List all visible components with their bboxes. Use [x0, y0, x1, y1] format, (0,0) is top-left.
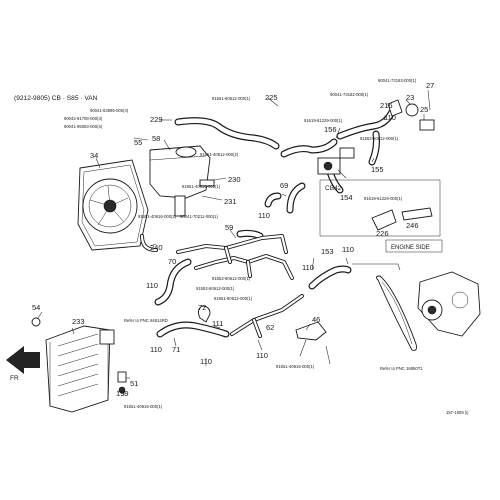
model-header: (9212-9805) CB · S85 · VAN	[14, 95, 98, 102]
part-110-mid: 110	[302, 263, 314, 272]
part-155: 155	[371, 165, 384, 174]
part-233: 233	[72, 317, 85, 326]
part-231: 231	[224, 197, 237, 206]
part-156: 156	[324, 125, 337, 134]
ref-a: Refer to PNC 84614RD	[124, 318, 168, 323]
part-225: 225	[265, 93, 278, 102]
gasket-25	[419, 119, 435, 131]
pn-tank-2: 91651-40612-000(2)	[200, 152, 239, 157]
part-240: 240	[150, 243, 163, 252]
pn-bot-1: 91651-40616-000(1)	[276, 364, 315, 369]
part-154: 154	[340, 193, 353, 202]
cb42-inset	[319, 179, 441, 237]
part-58: 58	[152, 134, 160, 143]
engine-side-label: ENGINE SIDE	[391, 245, 430, 251]
pn-tank-4: 90041-70211-000(1)	[180, 214, 218, 219]
reservoir-tank	[149, 145, 215, 217]
part-111: 111	[212, 319, 223, 328]
part-69: 69	[280, 181, 288, 190]
water-pump	[417, 271, 481, 337]
cap-23	[405, 103, 419, 117]
pn-fan-3: 90041-95063-000(4)	[64, 124, 103, 129]
gasket-199	[118, 386, 126, 394]
clamp-216	[387, 99, 403, 117]
leader-lines	[37, 89, 431, 396]
pn-top-3: 91619-61229-000(1)	[304, 118, 343, 123]
clamp-226	[371, 209, 397, 231]
cb42-label: CB42	[325, 185, 342, 192]
radiator	[45, 325, 115, 413]
part-46: 46	[312, 315, 320, 324]
part-229: 229	[150, 115, 163, 124]
pn-fan-1: 90041-63895-000(4)	[90, 108, 129, 113]
pn-fan-4: 91651-40616-000(2)	[138, 214, 177, 219]
bracket-46	[295, 321, 327, 341]
drain-plug-51	[117, 371, 127, 383]
cap-54	[31, 317, 41, 327]
part-71: 71	[172, 345, 180, 354]
part-230: 230	[228, 175, 241, 184]
pn-mid-1: 91652-80612-000(1)	[212, 276, 251, 281]
front-arrow	[6, 346, 40, 374]
part-23: 23	[406, 93, 414, 102]
pn-tank-3: 91651-40616-000(1)	[182, 184, 221, 189]
part-59: 59	[225, 223, 233, 232]
pn-top-1: 90041-73163-000(1)	[378, 78, 417, 83]
fastener-labels: 90041-63895-000(4) 90042-91708-000(4) 90…	[64, 78, 469, 415]
part-70: 70	[168, 257, 176, 266]
part-199: 199	[116, 389, 129, 398]
engine-side-box	[385, 239, 443, 253]
pn-fan-2: 90042-91708-000(4)	[64, 116, 103, 121]
part-110-bottom-a: 110	[200, 357, 212, 366]
part-55: 55	[134, 138, 142, 147]
part-34: 34	[90, 151, 98, 160]
part-226: 226	[376, 229, 389, 238]
part-110-bottom-b: 110	[256, 351, 268, 360]
pn-cb42: 91619-61229-000(1)	[364, 196, 403, 201]
part-110-center: 110	[258, 211, 270, 220]
part-54: 54	[32, 303, 40, 312]
ref-b: Refer to PNC 16850T1	[380, 366, 423, 371]
part-216: 216	[380, 101, 393, 110]
part-72: 72	[198, 303, 206, 312]
clip-111	[197, 305, 211, 323]
bracket-246	[401, 207, 433, 221]
part-110-right: 110	[342, 245, 354, 254]
part-51: 51	[130, 379, 138, 388]
front-label: FR	[10, 375, 19, 382]
part-153: 153	[321, 247, 334, 256]
part-25: 25	[420, 105, 428, 114]
pn-top-2: 90041-73162-000(1)	[330, 92, 369, 97]
part-110-lower: 110	[150, 345, 162, 354]
pn-bot-2: 91651-40616-000(1)	[124, 404, 163, 409]
pn-mid-2: 91552-60612-000(1)	[196, 286, 235, 291]
fan-shroud	[77, 159, 149, 251]
pn-mid-3: 91651-60612-000(1)	[214, 296, 253, 301]
part-27: 27	[426, 81, 434, 90]
part-labels: 225 229 55 58 34 230 231 240 59 69 156 1…	[32, 81, 434, 398]
pn-top-4: 91552-60612-000(1)	[360, 136, 399, 141]
pn-tank-1: 91651-60612-000(1)	[212, 96, 251, 101]
thermostat-housing	[317, 147, 355, 175]
part-110-left: 110	[146, 281, 158, 290]
part-62: 62	[266, 323, 274, 332]
v-belt	[375, 275, 417, 351]
part-110-top: 110	[384, 113, 396, 122]
footer-code: 157-1609 (i)	[446, 410, 469, 415]
part-246: 246	[406, 221, 419, 230]
